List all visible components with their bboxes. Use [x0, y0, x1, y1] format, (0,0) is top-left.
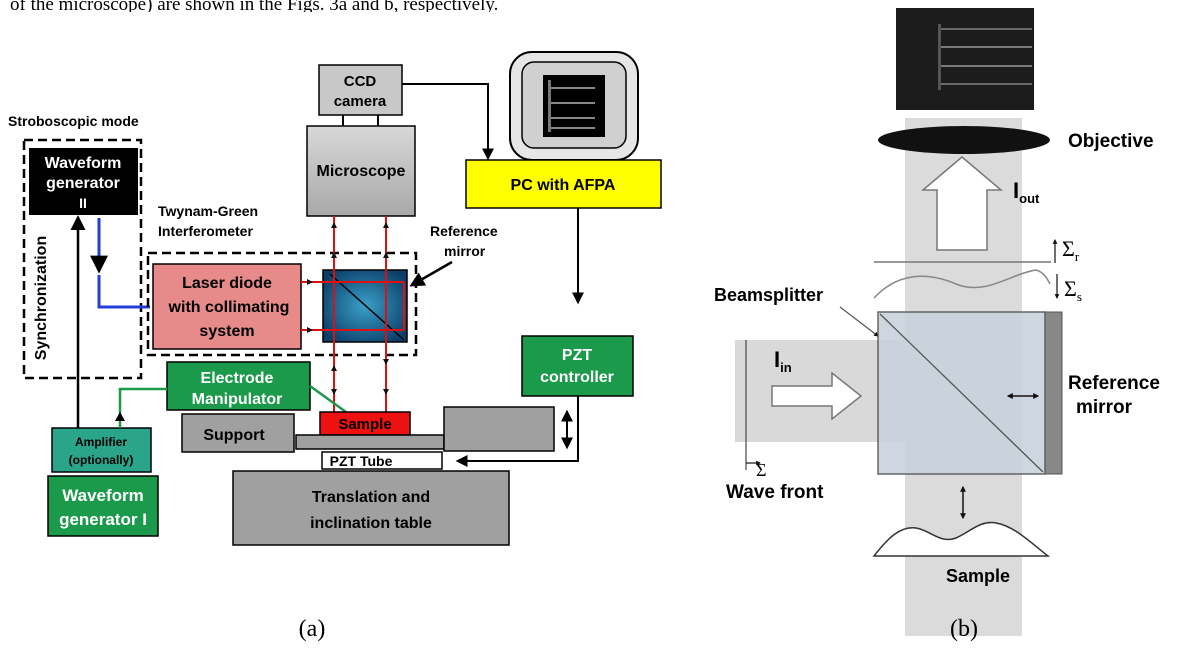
stage-plate — [295, 434, 445, 450]
stroboscopic-dashed-box — [22, 138, 143, 380]
beam-arrowheads — [307, 222, 389, 395]
sigma-s-wave — [873, 269, 1051, 299]
amplifier-line1: Amplifier — [75, 435, 127, 449]
wave-front-sigma: Σ — [756, 460, 766, 480]
stroboscopic-mode-label: Stroboscopic mode — [8, 113, 139, 129]
microscope-label: Microscope — [317, 163, 406, 180]
sigma-r-label: Σr — [1062, 236, 1080, 264]
beamsplitter-diagonal-b — [879, 313, 1044, 473]
panel-b: Objective Iout Σr Σs Beamsplitter Refere… — [714, 8, 1160, 642]
electrode-manipulator-box — [166, 361, 311, 411]
camera-image — [896, 8, 1034, 110]
electrode-manipulator-line1: Electrode — [201, 370, 274, 387]
waveform-generator-2-line3: II — [79, 195, 87, 211]
laser-diode-box — [152, 263, 302, 350]
interferometer-dashed-box — [146, 251, 418, 357]
reference-mirror-plate — [1044, 311, 1063, 475]
support-label: Support — [203, 427, 265, 444]
monitor-icon — [509, 51, 639, 161]
panel-a-label: (a) — [299, 616, 326, 642]
pc-afpa-label: PC with AFPA — [511, 177, 616, 194]
laser-diode-line3: system — [199, 323, 254, 340]
i-in-arrow — [771, 371, 863, 421]
pc-afpa-box — [465, 159, 662, 209]
pzt-tube-box — [321, 451, 443, 470]
panel-a: Stroboscopic mode Waveform generator II … — [8, 51, 662, 642]
translation-table-line2: inclination table — [310, 515, 432, 532]
beamsplitter-pointer — [839, 306, 879, 337]
waveform-generator-1-line2: generator I — [59, 510, 147, 529]
amplifier-wire-arrow — [115, 412, 125, 421]
waveform-generator-2-box — [29, 148, 138, 215]
objective-lens — [878, 126, 1050, 154]
blue-wire-to-laser — [97, 275, 150, 309]
microscope-box — [306, 125, 416, 217]
amplifier-box — [51, 427, 152, 473]
sigma-s-label: Σs — [1064, 276, 1082, 304]
panel-b-label: (b) — [950, 616, 978, 642]
reference-mirror-b-line1: Reference — [1068, 373, 1160, 394]
twynam-green-line2: Interferometer — [158, 223, 253, 239]
translation-table-box — [232, 470, 510, 546]
laser-diode-line1: Laser diode — [182, 275, 272, 292]
amplifier-line2: (optionally) — [69, 453, 134, 467]
wave-front-label: Wave front — [726, 482, 824, 503]
reference-mirror-a-line1: Reference — [430, 223, 498, 239]
caption-strip: of the microscope) are shown in the Figs… — [0, 0, 1184, 12]
i-out-arrow — [920, 156, 1004, 251]
ccd-camera-box — [318, 64, 403, 116]
sample-shape-b — [872, 521, 1051, 557]
waveform-generator-2-line1: Waveform — [45, 155, 122, 172]
synchronization-label: Synchronization — [33, 236, 50, 360]
waveform-generator-1-box — [47, 475, 159, 537]
ccd-camera-line2: camera — [334, 93, 387, 110]
laser-diode-line2: with collimating — [168, 299, 290, 316]
electrode-manipulator-line2: Manipulator — [192, 391, 283, 408]
i-out-label: Iout — [1013, 178, 1040, 206]
caption-text: of the microscope) are shown in the Figs… — [10, 0, 499, 12]
i-in-label: Iin — [774, 347, 792, 375]
amplifier-wire — [118, 387, 167, 428]
laser-beams — [301, 216, 405, 412]
ccd-to-pc-arrow — [402, 83, 494, 161]
translation-table-line1: Translation and — [312, 489, 430, 506]
ccd-camera-line1: CCD — [344, 73, 377, 90]
waveform-generator-2-line2: generator — [46, 175, 120, 192]
objective-label: Objective — [1068, 131, 1154, 152]
electrode-wire — [309, 384, 347, 414]
pzt-controller-box — [521, 335, 634, 397]
pzt-tube-label: PZT Tube — [330, 453, 393, 469]
reference-mirror-pointer — [409, 260, 453, 287]
sample-label-a: Sample — [338, 416, 391, 433]
support-box — [181, 413, 295, 453]
beamsplitter-label: Beamsplitter — [714, 285, 823, 305]
twynam-green-line1: Twynam-Green — [158, 203, 258, 219]
pzt-controller-line2: controller — [540, 369, 614, 386]
reference-mirror-b-line2: mirror — [1076, 397, 1133, 418]
reference-mirror-a-line2: mirror — [444, 243, 486, 259]
stage-right-block — [443, 406, 555, 452]
pzt-controller-to-tube — [455, 396, 579, 467]
waveform-generator-1-line1: Waveform — [62, 486, 144, 505]
pzt-controller-line1: PZT — [562, 347, 592, 364]
sample-label-b: Sample — [946, 566, 1010, 586]
